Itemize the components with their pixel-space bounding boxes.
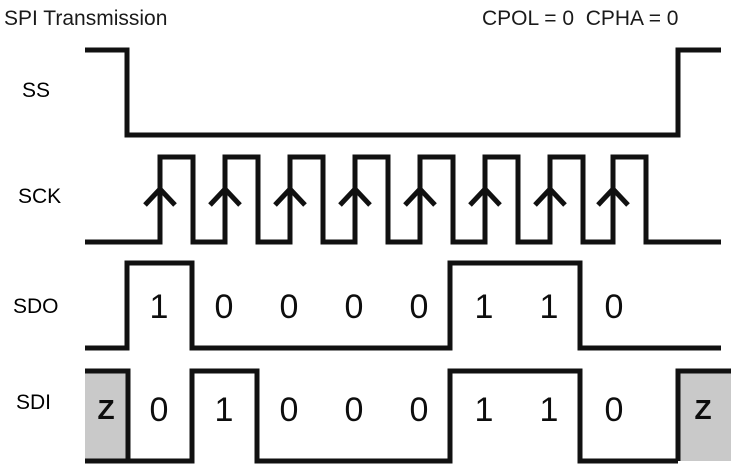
signal-label-sck: SCK: [18, 185, 62, 208]
sdo-bit-value: 0: [344, 288, 364, 326]
sdo-bit-value: 1: [474, 288, 494, 326]
hiz-region-end: [678, 371, 731, 461]
sdo-bit-value: 0: [604, 288, 624, 326]
waveform-sck: [85, 154, 721, 245]
rising-edge-arrow: [533, 185, 567, 207]
signal-label-sdi: SDI: [16, 391, 52, 414]
rising-edge-arrows: [143, 185, 630, 207]
rising-edge-arrow: [143, 185, 177, 207]
sdo-bit-value: 0: [214, 288, 234, 326]
sdo-bit-value: 0: [409, 288, 429, 326]
page-title: SPI Transmission: [4, 7, 168, 30]
signal-label-sdo: SDO: [13, 295, 59, 318]
sdo-bit-value: 1: [539, 288, 559, 326]
sdi-bit-value: 0: [344, 391, 364, 429]
signal-label-ss: SS: [22, 79, 51, 102]
hiz-label-end: Z: [694, 394, 712, 425]
sdo-bit-value: 1: [149, 288, 169, 326]
hiz-region-start: [85, 371, 128, 461]
sdi-bit-value: 0: [279, 391, 299, 429]
rising-edge-arrow: [596, 185, 630, 207]
hiz-region-start-edge: [85, 368, 131, 464]
sdo-bit-value: 0: [279, 288, 299, 326]
sdi-bit-value: 1: [539, 391, 559, 429]
rising-edge-arrow: [273, 185, 307, 207]
sdi-bit-value: 1: [474, 391, 494, 429]
rising-edge-arrow: [208, 185, 242, 207]
hiz-region-end-edge: [675, 368, 731, 461]
rising-edge-arrow: [403, 185, 437, 207]
waveform-sdo: [85, 260, 721, 351]
waveform-sdi: [128, 368, 678, 464]
hiz-label-start: Z: [97, 394, 115, 425]
sdi-bit-value: 0: [409, 391, 429, 429]
rising-edge-arrow: [468, 185, 502, 207]
spi-mode-annotation: CPOL = 0 CPHA = 0: [482, 7, 679, 30]
rising-edge-arrow: [338, 185, 372, 207]
sdi-bit-value: 1: [214, 391, 234, 429]
sdi-bit-value: 0: [149, 391, 169, 429]
sdi-bit-value: 0: [604, 391, 624, 429]
waveform-ss: [85, 47, 721, 138]
